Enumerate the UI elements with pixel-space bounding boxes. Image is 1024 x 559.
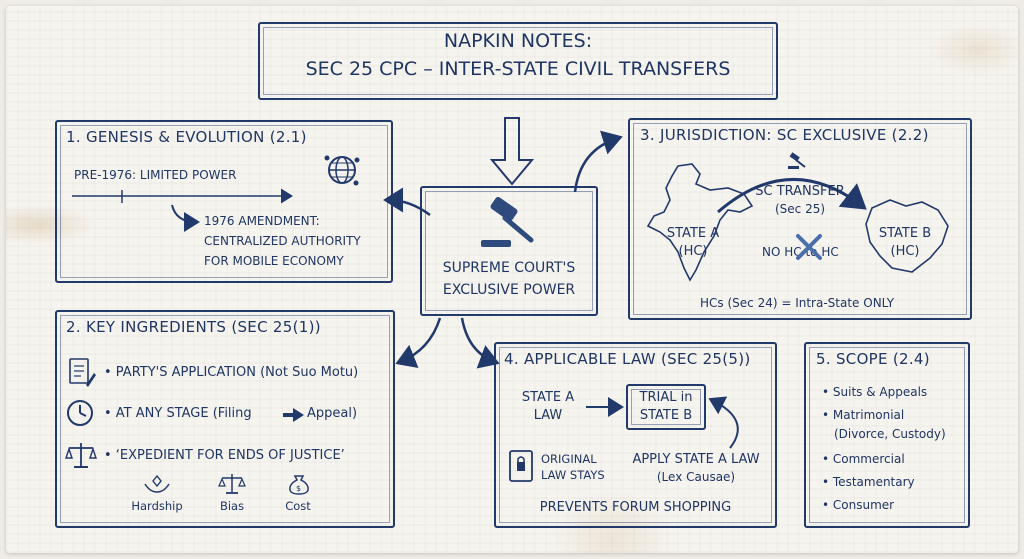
- state-a-hc: (HC): [678, 244, 708, 259]
- amendment-line-3: FOR MOBILE ECONOMY: [204, 254, 344, 268]
- gavel-icon: [481, 196, 534, 247]
- scope-item-matrimonial-detail: (Divorce, Custody): [834, 427, 946, 441]
- globe-icon: [324, 155, 360, 186]
- ingredient-expedient: • ‘EXPEDIENT FOR ENDS OF JUSTICE’: [104, 448, 345, 463]
- napkin-background: [6, 6, 1018, 553]
- genesis-heading: 1. GENESIS & EVOLUTION (2.1): [66, 128, 307, 146]
- title-line-1: NAPKIN NOTES:: [443, 30, 593, 52]
- sc-gavel-small-icon: [788, 152, 806, 169]
- scope-box: [804, 342, 970, 528]
- scope-item-consumer: • Consumer: [822, 498, 895, 512]
- factor-hardship: Hardship: [131, 499, 183, 513]
- factor-bias: Bias: [219, 499, 245, 513]
- bias-scales-icon: [218, 474, 246, 494]
- hands-icon: [144, 474, 170, 493]
- state-b-label: STATE B: [878, 226, 932, 241]
- scope-item-testamentary: • Testamentary: [822, 475, 915, 489]
- state-a-law-line-1: STATE A: [521, 390, 575, 405]
- ingredient-any-stage: • AT ANY STAGE (Filing: [104, 406, 252, 421]
- title-line-2: SEC 25 CPC – INTER-STATE CIVIL TRANSFERS: [305, 58, 731, 80]
- scope-item-commercial: • Commercial: [822, 452, 905, 466]
- trial-line-2: STATE B: [639, 408, 693, 423]
- original-law-line-1: ORIGINAL: [541, 452, 597, 466]
- center-line-2: EXCLUSIVE POWER: [442, 282, 576, 298]
- apply-law-line-2: (Lex Causae): [656, 470, 736, 484]
- scope-item-suits: • Suits & Appeals: [822, 385, 928, 399]
- factor-cost: Cost: [285, 499, 311, 513]
- scope-item-matrimonial: • Matrimonial: [822, 408, 905, 422]
- ingredient-application: • PARTY'S APPLICATION (Not Suo Motu): [104, 365, 359, 380]
- jurisdiction-heading: 3. JURISDICTION: SC EXCLUSIVE (2.2): [640, 126, 929, 144]
- sc-transfer-label: SC TRANSFER: [755, 184, 845, 199]
- original-law-line-2: LAW STAYS: [541, 468, 605, 482]
- law-book-icon: [509, 450, 533, 482]
- ingredients-box: [55, 310, 395, 528]
- sc-transfer-section: (Sec 25): [774, 202, 826, 216]
- ingredient-appeal: Appeal): [307, 406, 358, 421]
- applicable-law-box: [494, 342, 777, 528]
- pre-1976-label: PRE-1976: LIMITED POWER: [74, 168, 237, 182]
- cross-mark-icon: [796, 234, 822, 260]
- state-a-label: STATE A: [666, 226, 720, 241]
- ingredients-heading: 2. KEY INGREDIENTS (SEC 25(1)): [66, 318, 321, 336]
- intra-state-note: HCs (Sec 24) = Intra-State ONLY: [700, 296, 895, 310]
- apply-law-line-1: APPLY STATE A LAW: [632, 452, 760, 467]
- genesis-box: [55, 120, 393, 283]
- title-box: [258, 22, 778, 100]
- center-line-1: SUPREME COURT'S: [442, 260, 576, 276]
- clock-icon: [67, 400, 93, 426]
- forum-shopping-footer: PREVENTS FORUM SHOPPING: [539, 500, 732, 515]
- jurisdiction-box: [628, 118, 972, 320]
- applicable-law-heading: 4. APPLICABLE LAW (SEC 25(5)): [504, 350, 751, 368]
- state-a-law-line-2: LAW: [533, 408, 563, 423]
- scope-heading: 5. SCOPE (2.4): [816, 350, 930, 368]
- scales-icon: [65, 443, 97, 468]
- center-box: [420, 186, 598, 316]
- svg-text:$: $: [296, 484, 301, 493]
- document-pen-icon: [69, 358, 96, 387]
- money-bag-icon: $: [289, 475, 309, 495]
- amendment-line-1: 1976 AMENDMENT:: [204, 214, 320, 228]
- state-b-map-icon: [865, 199, 949, 273]
- state-b-hc: (HC): [890, 244, 920, 259]
- trial-box: [626, 384, 706, 430]
- india-map-icon: [646, 163, 754, 282]
- amendment-line-2: CENTRALIZED AUTHORITY: [204, 234, 361, 248]
- trial-line-1: TRIAL in: [639, 390, 693, 405]
